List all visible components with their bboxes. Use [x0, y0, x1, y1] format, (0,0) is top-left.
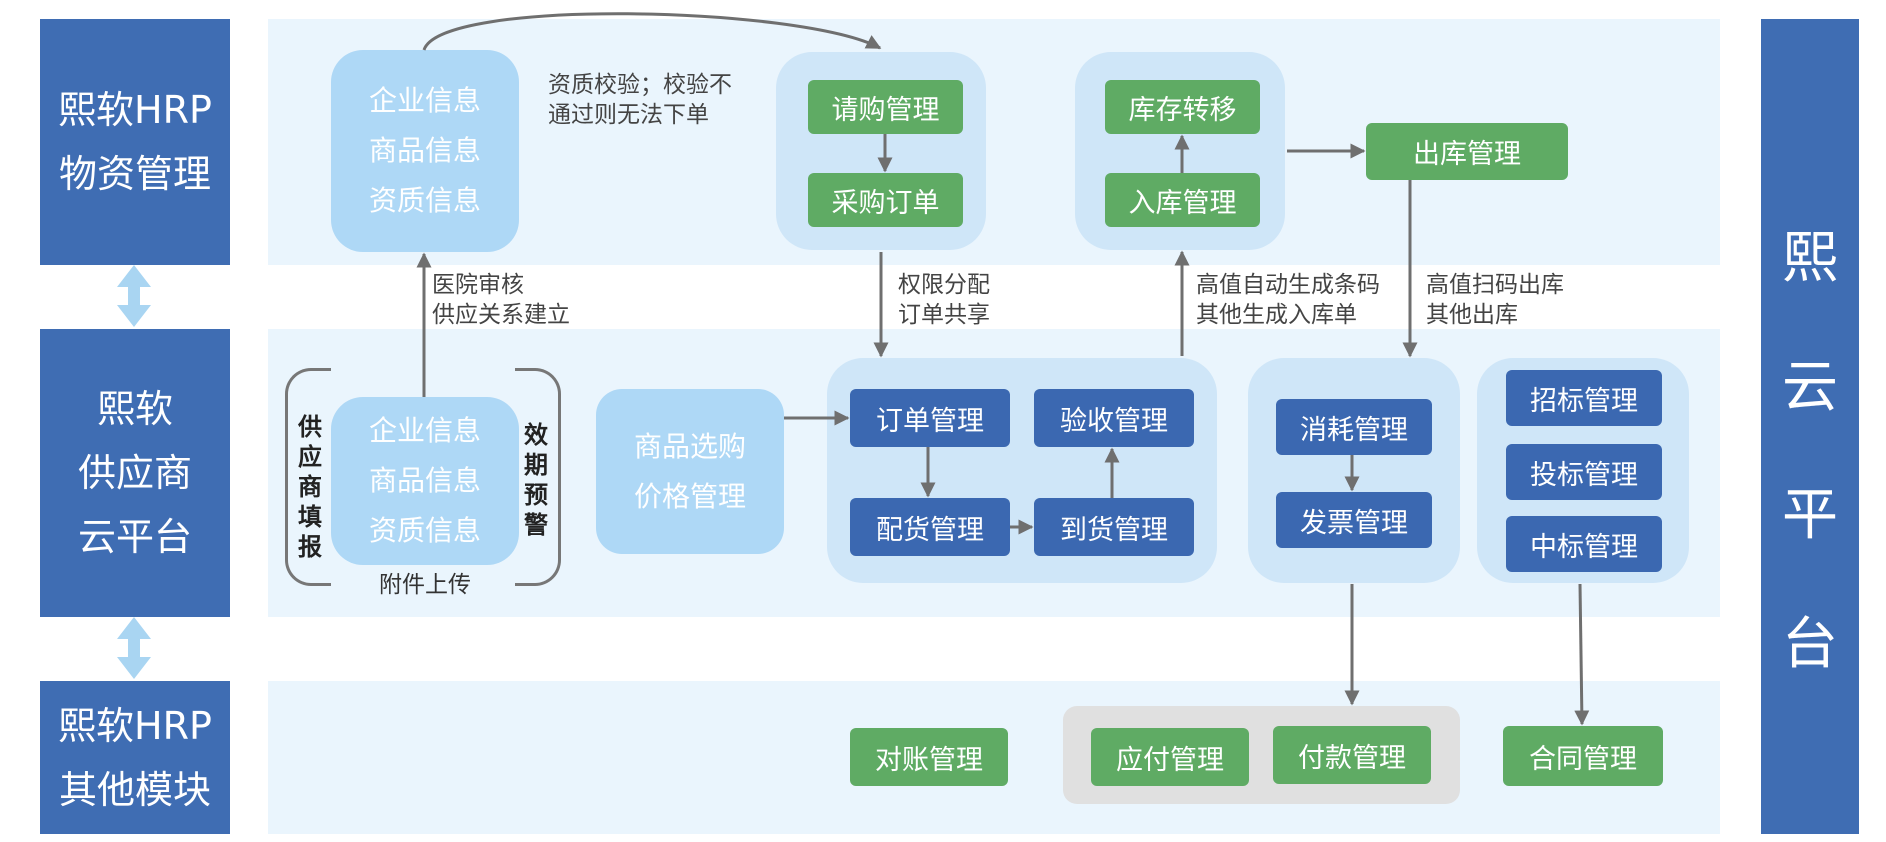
cloud-char-2: 云 — [1782, 354, 1838, 420]
label-hrp-material-line2: 物资管理 — [58, 152, 211, 196]
cloud-char-3: 平 — [1782, 483, 1838, 549]
supplier-fill-char-3: 商 — [298, 473, 322, 501]
note-permission-line2: 订单共享 — [898, 302, 990, 328]
product-select-line1: 商品选购 — [633, 429, 746, 463]
note-high-value-in-line1: 高值自动生成条码 — [1196, 272, 1380, 298]
note-hospital-review: 医院审核 供应关系建立 — [432, 270, 570, 330]
inbound-box: 入库管理 — [1105, 173, 1260, 227]
label-hrp-material: 熙软HRP 物资管理 — [40, 19, 230, 265]
contract-box: 合同管理 — [1503, 726, 1663, 786]
label-hrp-other-line1: 熙软HRP — [58, 703, 212, 748]
label-supplier-cloud: 熙软 供应商 云平台 — [40, 329, 230, 617]
expiry-char-1: 效 — [524, 421, 548, 449]
arrival-box: 到货管理 — [1034, 498, 1194, 556]
note-high-value-in-line2: 其他生成入库单 — [1196, 302, 1357, 328]
double-arrow-lower — [117, 617, 151, 679]
note-permission-line1: 权限分配 — [898, 272, 990, 298]
supplier-fill-char-1: 供 — [298, 413, 322, 441]
label-hrp-other: 熙软HRP 其他模块 — [40, 681, 230, 834]
label-hrp-other-line2: 其他模块 — [58, 767, 211, 812]
tender-box: 招标管理 — [1506, 370, 1662, 426]
mid-info-product: 商品信息 — [368, 464, 481, 497]
mid-info-box: 企业信息 商品信息 资质信息 — [331, 397, 519, 565]
acceptance-box: 验收管理 — [1034, 389, 1194, 447]
supplier-fill-char-5: 报 — [298, 533, 322, 561]
purchase-order-box: 采购订单 — [808, 173, 963, 227]
xi-cloud-platform: 熙 云 平 台 — [1761, 19, 1859, 834]
consumption-box: 消耗管理 — [1276, 399, 1432, 455]
supplier-bracket-right — [515, 368, 561, 586]
mid-info-qualification: 资质信息 — [368, 514, 481, 547]
payable-box: 应付管理 — [1091, 728, 1249, 786]
top-info-enterprise: 企业信息 — [368, 84, 481, 117]
note-hospital-line1: 医院审核 — [432, 272, 524, 298]
label-supplier-cloud-line3: 云平台 — [77, 515, 192, 559]
outbound-box: 出库管理 — [1366, 123, 1568, 180]
award-box: 中标管理 — [1506, 516, 1662, 572]
mid-info-enterprise: 企业信息 — [368, 414, 481, 447]
note-qualification-line1: 资质校验；校验不 — [548, 72, 732, 98]
payment-box: 付款管理 — [1273, 726, 1431, 784]
supplier-fill-char-4: 填 — [298, 503, 322, 531]
double-arrow-upper — [117, 265, 151, 327]
attachment-upload-label: 附件上传 — [379, 572, 471, 598]
expiry-warning-label: 效 期 预 警 — [524, 420, 548, 540]
stock-transfer-box: 库存转移 — [1105, 80, 1260, 134]
top-info-qualification: 资质信息 — [368, 184, 481, 217]
bid-box: 投标管理 — [1506, 444, 1662, 500]
note-high-value-out-line1: 高值扫码出库 — [1426, 272, 1564, 298]
arrow-top-info-to-purchase-request — [422, 12, 882, 51]
note-permission: 权限分配 订单共享 — [898, 270, 990, 330]
supplier-fill-char-2: 应 — [298, 443, 322, 471]
reconciliation-box: 对账管理 — [850, 728, 1008, 786]
note-qualification-check: 资质校验；校验不 通过则无法下单 — [548, 70, 732, 130]
note-high-value-outbound: 高值扫码出库 其他出库 — [1426, 270, 1564, 330]
top-info-product: 商品信息 — [368, 134, 481, 167]
note-high-value-inbound: 高值自动生成条码 其他生成入库单 — [1196, 270, 1380, 330]
cloud-char-1: 熙 — [1782, 225, 1838, 291]
supplier-bracket-left — [285, 368, 331, 586]
label-supplier-cloud-line1: 熙软 — [96, 387, 173, 431]
double-arrows — [117, 265, 151, 679]
expiry-char-3: 预 — [524, 481, 548, 509]
note-hospital-line2: 供应关系建立 — [432, 302, 570, 328]
product-select-box: 商品选购 价格管理 — [596, 389, 784, 554]
note-qualification-line2: 通过则无法下单 — [548, 102, 709, 128]
supplier-fill-label: 供 应 商 填 报 — [298, 412, 322, 562]
distribution-box: 配货管理 — [850, 498, 1010, 556]
invoice-box: 发票管理 — [1276, 492, 1432, 548]
top-info-box: 企业信息 商品信息 资质信息 — [331, 50, 519, 252]
purchase-request-box: 请购管理 — [808, 80, 963, 134]
cloud-char-4: 台 — [1782, 612, 1838, 678]
expiry-char-2: 期 — [524, 451, 548, 479]
expiry-char-4: 警 — [524, 511, 548, 539]
label-supplier-cloud-line2: 供应商 — [77, 451, 192, 495]
label-hrp-material-line1: 熙软HRP — [58, 88, 212, 132]
note-high-value-out-line2: 其他出库 — [1426, 302, 1518, 328]
order-mgmt-box: 订单管理 — [850, 389, 1010, 447]
arrow-award-to-contract — [1574, 583, 1590, 726]
product-select-line2: 价格管理 — [633, 479, 746, 513]
